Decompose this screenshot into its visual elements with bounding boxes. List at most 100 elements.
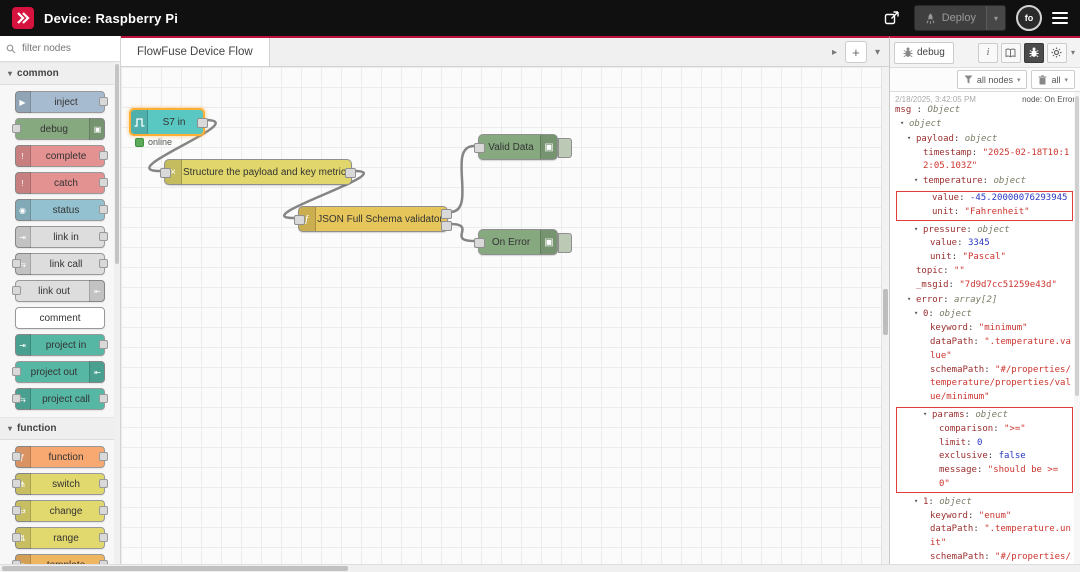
debug-scrollbar[interactable] [1074, 92, 1080, 564]
debug-tree-line[interactable]: topic: "" [916, 265, 965, 276]
docs-icon-button[interactable] [1000, 42, 1021, 63]
message-source-node[interactable]: node: On Error [1022, 95, 1075, 104]
input-port[interactable] [294, 215, 305, 225]
debug-tree-line[interactable]: schemaPath: "#/properties/temperature/pr… [895, 551, 1075, 564]
palette-node-link-call[interactable]: ⇆link call [12, 253, 108, 275]
debug-tree-line[interactable]: value: 3345 [930, 238, 990, 249]
filter-nodes-button[interactable]: all nodes ▾ [956, 70, 1028, 89]
palette-scrollbar[interactable] [114, 62, 120, 564]
deploy-button[interactable]: Deploy ▾ [913, 5, 1006, 31]
flow-list-icon[interactable]: ▾ [874, 46, 880, 58]
palette-node-status[interactable]: ◉status [15, 199, 108, 221]
debug-tree-line[interactable]: timestamp: "2025-02-18T10:12:05.103Z" [923, 147, 1070, 172]
collapse-caret-icon[interactable]: ▾ [907, 294, 912, 303]
wire-structure-to-validator[interactable] [283, 169, 365, 220]
palette-node-change[interactable]: ⇄change [12, 500, 108, 522]
flow-node-valid[interactable]: ▣Valid Data [474, 134, 572, 160]
palette-node-link-in[interactable]: ⇥link in [15, 226, 108, 248]
wire-validator-to-error[interactable] [449, 222, 475, 243]
debug-tree-line[interactable]: schemaPath: "#/properties/temperature/pr… [930, 364, 1071, 403]
info-icon-button[interactable]: i [977, 42, 998, 63]
debug-tree-line[interactable]: ▾params: object [923, 409, 1008, 420]
debug-tree-line[interactable]: ▾0: object [914, 309, 972, 320]
output-port[interactable] [197, 118, 208, 128]
debug-tree-line[interactable]: message: "should be >= 0" [939, 465, 1059, 489]
debug-tree-line[interactable]: unit: "Pascal" [930, 252, 1006, 263]
collapse-caret-icon[interactable]: ▾ [914, 309, 919, 318]
canvas-scrollbar-thumb[interactable] [883, 289, 888, 335]
collapse-caret-icon[interactable]: ▾ [914, 496, 919, 505]
palette-node-inject[interactable]: ▶inject [15, 91, 108, 113]
palette-node-catch[interactable]: !catch [15, 172, 108, 194]
debug-tree-line[interactable]: ▾temperature: object [914, 176, 1026, 187]
debug-tree-line[interactable]: ▾object [895, 117, 1075, 132]
debug-tree-line[interactable]: dataPath: ".temperature.unit" [930, 524, 1071, 549]
debug-tree-line[interactable]: keyword: "enum" [930, 510, 1012, 521]
wire-validator-to-valid[interactable] [449, 144, 475, 214]
scroll-tabs-right-icon[interactable]: ▸ [831, 46, 837, 58]
debug-scrollbar-thumb[interactable] [1075, 96, 1079, 396]
add-flow-button[interactable]: + [844, 41, 867, 63]
debug-tree-line[interactable]: dataPath: ".temperature.value" [930, 336, 1071, 361]
palette-node-project-call[interactable]: ⇆project call [12, 388, 108, 410]
palette-node-comment[interactable]: comment [15, 307, 105, 329]
palette-node-project-out[interactable]: ⇤project out [12, 361, 105, 383]
deploy-main[interactable]: Deploy [915, 6, 986, 30]
input-port[interactable] [160, 168, 171, 178]
settings-icon-button[interactable] [1046, 42, 1067, 63]
flow-node-error[interactable]: ▣On Error [474, 229, 572, 255]
debug-tree-line[interactable]: ▾pressure: object [914, 224, 1010, 235]
input-port[interactable] [474, 238, 485, 248]
palette-category-header-common[interactable]: ▾common [0, 62, 120, 85]
debug-icon-button[interactable] [1023, 42, 1044, 63]
flowfuse-logo[interactable] [12, 7, 34, 29]
debug-tree-line[interactable]: ▾1: object [914, 496, 972, 507]
debug-tree-line[interactable]: ▾payload: object [907, 133, 998, 144]
horizontal-scrollbar[interactable] [0, 564, 1080, 572]
palette-scrollbar-thumb[interactable] [115, 64, 119, 264]
output-port-2[interactable] [441, 221, 452, 231]
debug-tree-line[interactable]: comparison: ">=" [939, 423, 1026, 434]
palette-node-complete[interactable]: !complete [15, 145, 108, 167]
palette-node-project-in[interactable]: ⇥project in [15, 334, 108, 356]
palette-node-debug[interactable]: ▣debug [12, 118, 105, 140]
debug-tree-line[interactable]: ▾error: array[2] [907, 294, 998, 305]
wire-s7-to-structure[interactable] [148, 118, 217, 173]
search-input[interactable] [20, 42, 108, 55]
debug-tree-line[interactable]: value: -45.20000076293945 [932, 192, 1068, 203]
debug-toggle-button[interactable] [558, 233, 572, 253]
tab-debug[interactable]: debug [894, 41, 954, 64]
debug-toggle-button[interactable] [558, 138, 572, 158]
flow-node-s7[interactable]: S7 in [129, 108, 208, 136]
debug-tree-line[interactable]: limit: 0 [939, 437, 983, 448]
collapse-caret-icon[interactable]: ▾ [907, 133, 912, 142]
menu-icon[interactable] [1052, 12, 1068, 24]
clear-messages-button[interactable]: all ▾ [1031, 70, 1075, 89]
input-port[interactable] [474, 143, 485, 153]
palette-node-switch[interactable]: ⋔switch [12, 473, 108, 495]
tab-flowfuse-device-flow[interactable]: FlowFuse Device Flow [121, 38, 270, 66]
output-port-1[interactable] [441, 209, 452, 219]
output-port[interactable] [345, 168, 356, 178]
sidebar-options-icon[interactable]: ▾ [1070, 48, 1075, 57]
palette-node-link-out[interactable]: ⇤link out [12, 280, 105, 302]
flow-node-structure[interactable]: ×Structure the payload and key metrics [160, 159, 356, 185]
avatar[interactable]: fo [1016, 5, 1042, 31]
palette-search[interactable] [0, 36, 120, 62]
canvas-vertical-scrollbar[interactable] [881, 67, 889, 564]
open-editor-icon[interactable] [880, 6, 904, 30]
collapse-caret-icon[interactable]: ▾ [914, 176, 919, 185]
deploy-options-button[interactable]: ▾ [985, 6, 1005, 30]
debug-tree-line[interactable]: unit: "Fahrenheit" [932, 206, 1030, 217]
palette-node-range[interactable]: ⇅range [12, 527, 108, 549]
horizontal-scrollbar-thumb[interactable] [2, 566, 348, 571]
debug-tree-line[interactable]: keyword: "minimum" [930, 323, 1028, 334]
debug-tree-line[interactable]: exclusive: false [939, 451, 1026, 462]
collapse-caret-icon[interactable]: ▾ [914, 224, 919, 233]
collapse-caret-icon[interactable]: ▾ [900, 119, 905, 127]
palette-category-header-function[interactable]: ▾function [0, 417, 120, 440]
debug-tree-line[interactable]: _msgid: "7d9d7cc51259e43d" [916, 279, 1057, 290]
